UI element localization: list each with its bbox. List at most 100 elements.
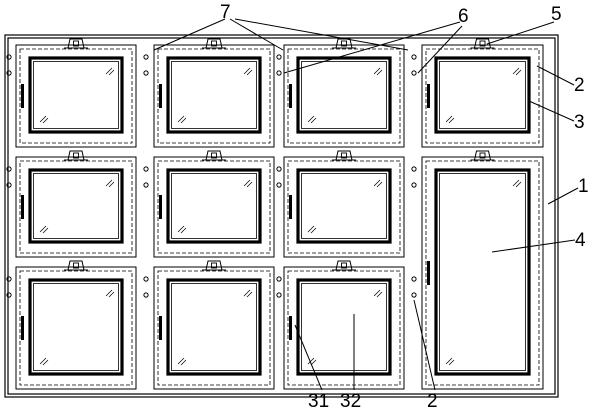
door-lock-tab [474,150,491,161]
door-panel [283,44,405,148]
door-handle [21,316,24,340]
door-lock-tab [335,260,353,271]
screw-hole [411,276,417,282]
glass-hatch [310,359,317,366]
screw-hole [6,276,12,282]
glass-hatch [177,357,185,365]
glass-hatch [180,359,187,366]
door-handle [159,316,162,340]
door-dashed-outline [19,48,133,144]
glass-hatch [376,181,383,188]
door-dashed-outline [19,160,133,254]
glass-hatch [39,357,47,365]
screw-hole [6,182,12,188]
label-1: 1 [578,176,589,197]
label-31: 31 [308,391,329,410]
door-lock-tab [67,38,85,49]
door-dashed-outline [157,160,271,254]
door-7 [283,150,405,258]
window-frame [434,56,531,134]
window-glass [301,283,387,371]
glass-hatch [105,179,113,187]
glass-hatch [445,115,453,123]
glass-hatch [108,291,115,298]
leader-7c [234,18,409,51]
door-dashed-outline [157,270,271,386]
screw-hole [6,54,12,60]
window-frame [166,168,262,244]
leader-lines [153,18,579,391]
leader-2 [536,65,575,86]
glass-hatch [42,117,49,124]
glass-hatch [105,67,113,75]
window-glass [301,61,387,129]
door-dashed-outline [287,160,401,254]
glass-hatch [108,181,115,188]
screw-hole [6,70,12,76]
glass-hatch [246,181,253,188]
screw-hole [411,292,417,298]
door-handle [427,84,430,108]
door-lock-tab [335,38,353,49]
glass-hatch [39,225,47,233]
door-5 [15,150,137,258]
label-4: 4 [575,230,586,251]
screw-hole [143,166,149,172]
door-panel [283,156,405,258]
screw-hole [276,182,282,188]
glass-hatch [246,69,253,76]
door-handle [21,84,24,108]
window-glass [33,61,119,129]
screw-hole [276,166,282,172]
leader-4 [491,239,576,253]
glass-hatch [310,117,317,124]
door-lock-slot [73,40,79,47]
door-2 [153,38,275,148]
door-dashed-outline [425,48,540,144]
window-glass [439,173,526,371]
door-panel [15,156,137,258]
leader-7b [229,18,284,51]
glass-hatch [448,117,455,124]
glass-hatch [180,227,187,234]
window-frame [28,56,124,134]
door-lock-tab [67,150,85,161]
window-frame [296,56,392,134]
window-frame [296,168,392,244]
door-8 [15,260,137,390]
glass-hatch [307,225,315,233]
window-frame [434,168,531,376]
door-dashed-outline [19,270,133,386]
screw-hole [411,70,417,76]
door-lock-tab [335,150,353,161]
window-frame [166,278,262,376]
window-glass [171,61,257,129]
door-dashed-outline [425,160,540,386]
label-7: 7 [220,2,231,23]
door-panel [153,156,275,258]
glass-hatch [448,359,455,366]
frame-inner [7,37,556,395]
door-dashed-outline [287,270,401,386]
door-10 [283,260,405,390]
door-lock-tab [205,260,223,271]
leader-7a [153,18,226,51]
glass-hatch [376,291,383,298]
glass-hatch [42,227,49,234]
leader-2b [413,299,436,391]
leader-5 [486,21,555,45]
door-lock-tab [205,150,223,161]
window-frame [296,278,392,376]
screw-hole [143,182,149,188]
window-frame [166,56,262,134]
glass-hatch [515,181,522,188]
label-32: 32 [340,391,361,410]
screw-hole [411,54,417,60]
reference-labels: 7 6 5 2 3 1 4 31 32 2 [220,2,589,410]
door-panel [153,266,275,390]
door-handle [159,195,162,219]
glass-hatch [243,67,251,75]
door-lock-slot [479,40,486,47]
window-frame [28,168,124,244]
